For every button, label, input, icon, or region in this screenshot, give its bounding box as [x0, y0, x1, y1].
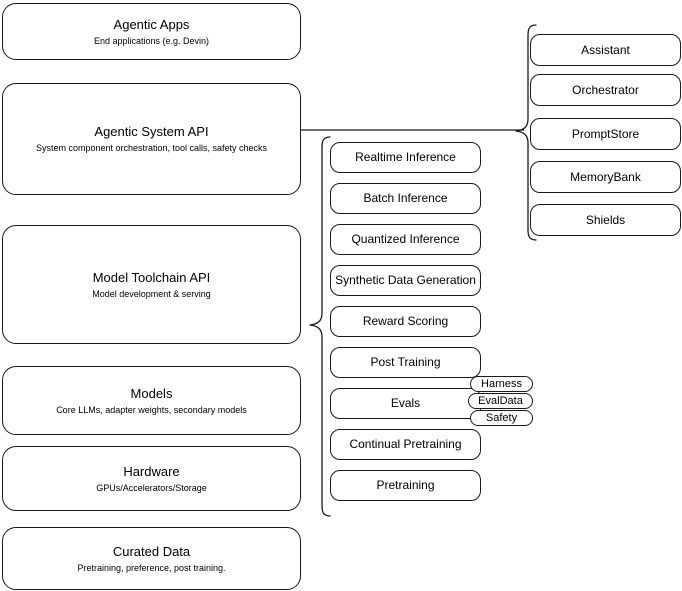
component-realtime-inference[interactable]: Realtime Inference — [330, 142, 481, 173]
component-label: Realtime Inference — [355, 150, 456, 164]
component-reward-scoring[interactable]: Reward Scoring — [330, 306, 481, 337]
brace-model-toolchain — [309, 136, 331, 517]
component-label: Post Training — [370, 355, 441, 369]
layer-title: Agentic Apps — [113, 16, 190, 32]
component-label: MemoryBank — [570, 169, 641, 184]
layer-agentic-apps[interactable]: Agentic Apps End applications (e.g. Devi… — [2, 3, 301, 60]
layer-subtitle: Model development & serving — [92, 288, 211, 299]
layer-title: Models — [130, 385, 173, 401]
component-label: Orchestrator — [572, 82, 639, 97]
eval-tag-evaldata[interactable]: EvalData — [468, 393, 533, 409]
layer-title: Agentic System API — [94, 124, 209, 139]
eval-tag-harness[interactable]: Harness — [470, 376, 533, 392]
component-batch-inference[interactable]: Batch Inference — [330, 183, 481, 214]
component-label: Assistant — [581, 42, 630, 57]
component-quantized-inference[interactable]: Quantized Inference — [330, 224, 481, 255]
layer-subtitle: End applications (e.g. Devin) — [93, 35, 210, 46]
component-label: Pretraining — [376, 478, 435, 492]
component-label: Evals — [390, 396, 421, 410]
eval-tag-safety[interactable]: Safety — [470, 410, 533, 426]
layer-title: Hardware — [123, 463, 180, 479]
eval-tag-label: EvalData — [478, 394, 523, 407]
connector-system-api-to-components — [300, 129, 524, 131]
component-orchestrator[interactable]: Orchestrator — [530, 74, 681, 106]
component-label: Batch Inference — [363, 191, 448, 205]
component-continual-pretraining[interactable]: Continual Pretraining — [330, 429, 481, 460]
component-label: Synthetic Data Generation — [335, 273, 476, 287]
component-post-training[interactable]: Post Training — [330, 347, 481, 378]
component-synthetic-data-generation[interactable]: Synthetic Data Generation — [330, 265, 481, 296]
eval-tag-label: Safety — [485, 411, 518, 424]
component-pretraining[interactable]: Pretraining — [330, 470, 481, 501]
layer-subtitle: Core LLMs, adapter weights, secondary mo… — [56, 404, 247, 415]
component-memorybank[interactable]: MemoryBank — [530, 161, 681, 193]
layer-subtitle: GPUs/Accelerators/Storage — [96, 482, 207, 493]
component-label: Quantized Inference — [351, 232, 460, 246]
layer-agentic-system-api[interactable]: Agentic System API System component orch… — [2, 83, 301, 195]
component-promptstore[interactable]: PromptStore — [530, 118, 681, 150]
component-label: Reward Scoring — [362, 314, 449, 328]
component-shields[interactable]: Shields — [530, 204, 681, 236]
component-assistant[interactable]: Assistant — [530, 34, 681, 66]
layer-subtitle: Pretraining, preference, post training. — [77, 562, 226, 573]
component-label: Continual Pretraining — [349, 437, 462, 451]
layer-title: Model Toolchain API — [92, 269, 211, 285]
layer-title: Curated Data — [112, 543, 191, 559]
layer-curated-data[interactable]: Curated Data Pretraining, preference, po… — [2, 527, 301, 590]
layer-subtitle: System component orchestration, tool cal… — [35, 143, 268, 153]
layer-model-toolchain-api[interactable]: Model Toolchain API Model development & … — [2, 225, 301, 344]
component-label: Shields — [585, 212, 626, 227]
layer-models[interactable]: Models Core LLMs, adapter weights, secon… — [2, 366, 301, 435]
component-label: PromptStore — [571, 126, 640, 141]
layer-hardware[interactable]: Hardware GPUs/Accelerators/Storage — [2, 446, 301, 511]
component-evals[interactable]: Evals — [330, 388, 481, 419]
eval-tag-label: Harness — [481, 377, 522, 390]
